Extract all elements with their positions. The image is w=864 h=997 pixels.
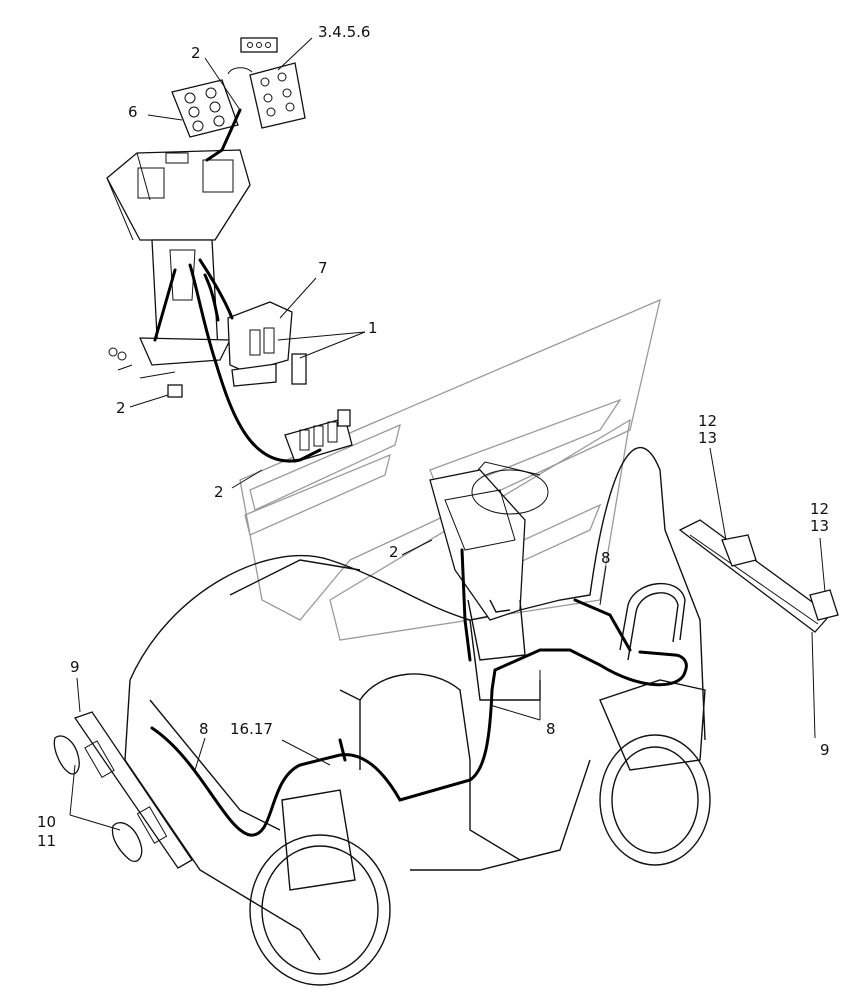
- callout-12-b: 12: [810, 500, 829, 518]
- callout-6: 6: [128, 103, 138, 121]
- callout-2-top: 2: [191, 44, 201, 62]
- callout-3-4-5-6: 3.4.5.6: [318, 23, 370, 41]
- callout-2-cab: 2: [389, 543, 399, 561]
- grab-handle: [619, 583, 686, 661]
- callout-1: 1: [368, 319, 378, 337]
- leader-lines: [69, 37, 826, 831]
- callout-2-left: 2: [116, 399, 126, 417]
- callout-8-center: 8: [546, 720, 556, 738]
- relay-box: [227, 301, 307, 387]
- callout-10: 10: [37, 813, 56, 831]
- control-console: [106, 149, 251, 398]
- front-light-bar: [53, 711, 193, 869]
- callout-13-a: 13: [698, 429, 717, 447]
- callout-11: 11: [37, 832, 56, 850]
- callout-7: 7: [318, 259, 328, 277]
- rear-light-bar: [678, 519, 839, 633]
- callout-12-a: 12: [698, 412, 717, 430]
- keypad-left: [171, 79, 239, 138]
- wiring-harness: [150, 108, 688, 837]
- watermark-logo: [239, 298, 661, 641]
- callout-9-left: 9: [70, 658, 80, 676]
- operator-seat: [429, 461, 549, 661]
- callout-2-mid: 2: [214, 483, 224, 501]
- callout-16-17: 16.17: [230, 720, 273, 738]
- callout-13-b: 13: [810, 517, 829, 535]
- callout-8-right: 8: [601, 549, 611, 567]
- roller-machine: [124, 446, 711, 986]
- callout-9-right: 9: [820, 741, 830, 759]
- callout-8-left: 8: [199, 720, 209, 738]
- connector-block: [284, 409, 353, 463]
- keypad-right: [227, 37, 306, 129]
